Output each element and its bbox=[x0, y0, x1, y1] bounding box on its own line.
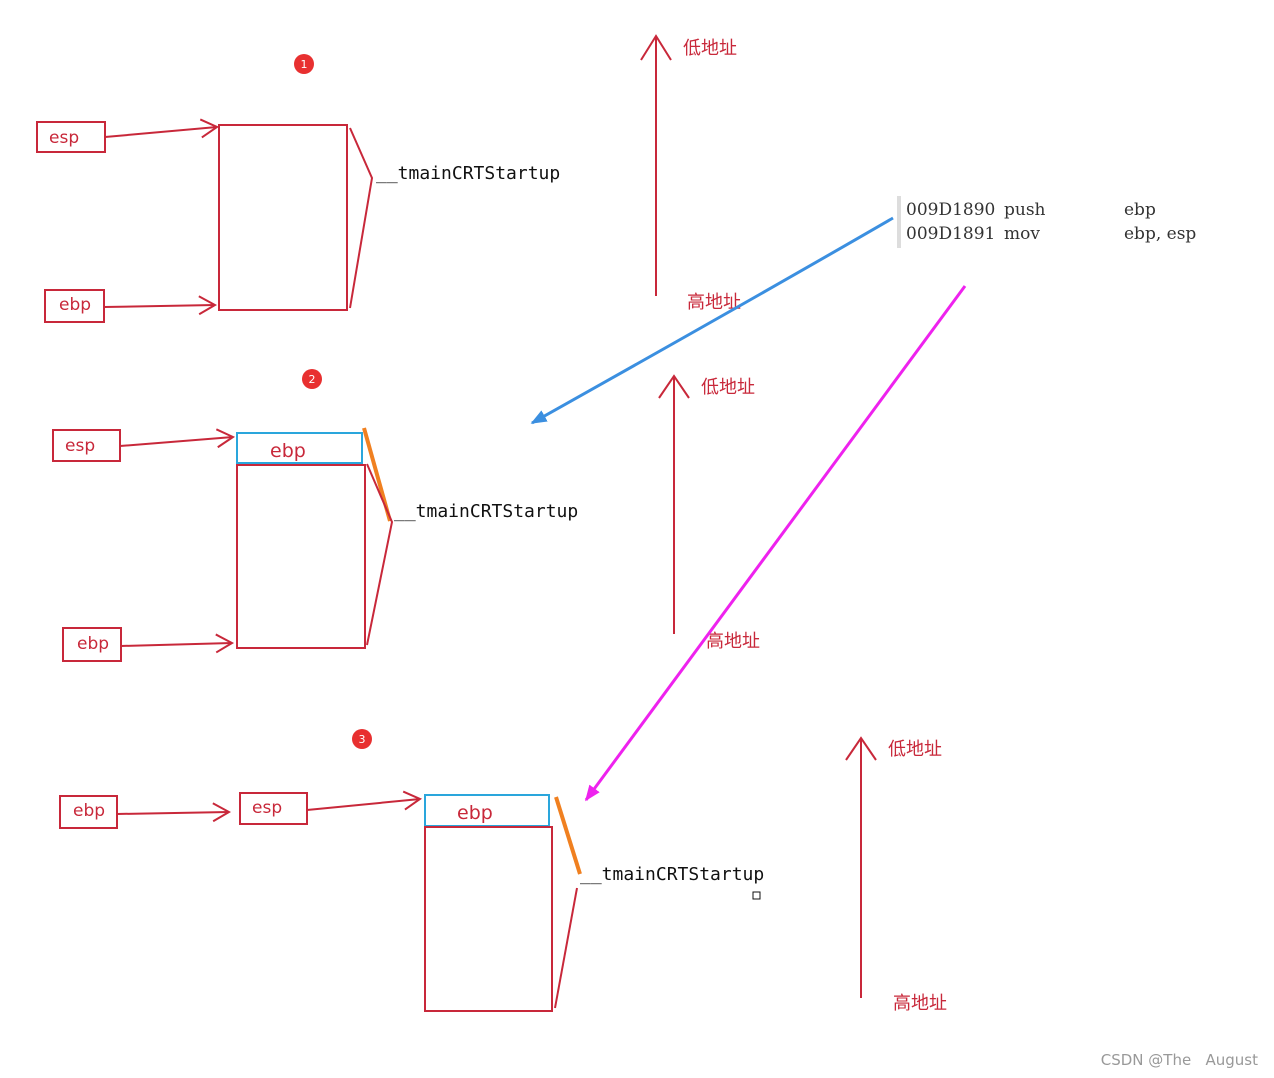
selection-handle bbox=[752, 891, 761, 900]
mov-instruction-arrow bbox=[584, 285, 967, 802]
low-address-label: 低地址 bbox=[888, 739, 942, 760]
code-args: ebp bbox=[1124, 200, 1156, 220]
code-args: ebp, esp bbox=[1124, 224, 1196, 244]
low-address-label: 低地址 bbox=[683, 38, 737, 59]
frame-label: __tmainCRTStartup bbox=[394, 501, 578, 522]
high-address-label: 高地址 bbox=[893, 993, 947, 1014]
frame-label: __tmainCRTStartup bbox=[580, 864, 764, 885]
frame-brace bbox=[349, 127, 374, 309]
esp-register-label: esp bbox=[65, 436, 95, 456]
esp-register-label: esp bbox=[252, 798, 282, 818]
frame-label: __tmainCRTStartup bbox=[376, 163, 560, 184]
panel-1: 1 esp ebp __tmainCRTStartup bbox=[36, 54, 560, 323]
code-gutter bbox=[897, 196, 901, 248]
address-axis-1: 低地址 高地址 bbox=[640, 34, 741, 313]
axis-arrowhead bbox=[640, 34, 672, 61]
step-badge-2-text: 2 bbox=[309, 373, 316, 386]
panel-2: 2 esp ebp ebp __tmainCRTStartup bbox=[52, 369, 578, 662]
esp-pointer-arrow bbox=[104, 127, 217, 137]
step-badge-2 bbox=[302, 369, 322, 389]
pushed-ebp-slot bbox=[236, 432, 363, 464]
frame-brace bbox=[554, 887, 578, 1009]
ebp-register-box bbox=[62, 627, 122, 662]
low-address-label: 低地址 bbox=[701, 377, 755, 398]
high-address-label: 高地址 bbox=[687, 292, 741, 313]
watermark: CSDN @The August bbox=[1101, 1051, 1258, 1069]
frame-brace bbox=[366, 463, 394, 646]
step-badge-3-text: 3 bbox=[359, 733, 366, 746]
address-axis-3: 低地址 高地址 bbox=[845, 736, 947, 1014]
ebp-register-box bbox=[59, 795, 118, 829]
ebp-register-label: ebp bbox=[59, 295, 91, 315]
code-op: push bbox=[1004, 200, 1046, 220]
ebp-pointer-arrow bbox=[103, 305, 215, 307]
push-instruction-arrow bbox=[530, 216, 894, 425]
ebp-pointer-arrow bbox=[116, 812, 229, 814]
stack-frame-box bbox=[218, 124, 348, 311]
ebp-pointer-arrow bbox=[120, 643, 232, 646]
pushed-ebp-label: ebp bbox=[457, 802, 493, 824]
ebp-register-label: ebp bbox=[77, 634, 109, 654]
code-op: mov bbox=[1004, 224, 1040, 244]
esp-register-box bbox=[239, 792, 308, 825]
esp-pointer-arrow bbox=[119, 437, 233, 446]
esp-register-label: esp bbox=[49, 128, 79, 148]
panel-3: 3 ebp esp ebp __tmainCRTStartup bbox=[59, 729, 764, 1012]
code-address: 009D1890 bbox=[906, 200, 995, 220]
axis-arrowhead bbox=[845, 736, 877, 761]
address-axis-2: 低地址 高地址 bbox=[658, 374, 760, 652]
axis-arrowhead bbox=[658, 374, 690, 399]
step-badge-1 bbox=[294, 54, 314, 74]
pushed-ebp-label: ebp bbox=[270, 440, 306, 462]
step-badge-3 bbox=[352, 729, 372, 749]
high-address-label: 高地址 bbox=[706, 631, 760, 652]
step-badge-1-text: 1 bbox=[301, 58, 308, 71]
stack-frame-box bbox=[236, 464, 366, 649]
pushed-slot-brace bbox=[554, 796, 582, 875]
code-address: 009D1891 bbox=[906, 224, 995, 244]
stack-frame-box bbox=[424, 826, 553, 1012]
disassembly-snippet: 009D1890 push ebp 009D1891 mov ebp, esp bbox=[897, 196, 1196, 248]
ebp-register-label: ebp bbox=[73, 801, 105, 821]
esp-pointer-arrow bbox=[306, 799, 420, 811]
